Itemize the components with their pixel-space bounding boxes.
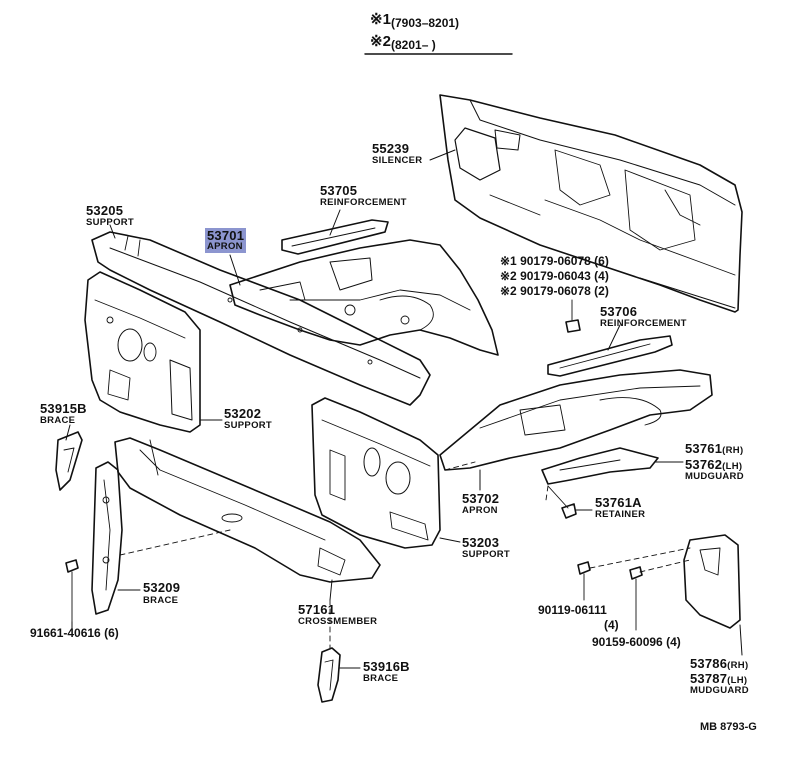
header-range-2: (8201– )	[391, 38, 436, 52]
part-53209-name: BRACE	[143, 595, 179, 606]
part-55239-number: 55239	[372, 141, 410, 156]
fastener-5-qty: (4)	[666, 635, 681, 649]
brace-53915b-shape	[56, 432, 82, 490]
fastener-6-code: 91661-40616	[30, 626, 101, 640]
fastener-2-code: 90179-06043	[520, 269, 591, 283]
reinforcement-53706-shape	[548, 336, 672, 376]
fastener-6-qty: (6)	[104, 626, 119, 640]
part-53786-number: 53786	[690, 656, 728, 671]
part-53786-suffix: (RH)	[727, 660, 749, 671]
part-53787-number: 53787	[690, 671, 728, 686]
support-53202-shape	[85, 272, 200, 432]
part-53202-name: SUPPORT	[224, 420, 273, 431]
fastener-2-qty: (4)	[594, 269, 609, 283]
part-53701-name: APRON	[207, 241, 243, 252]
fastener-1-qty: (6)	[594, 254, 609, 268]
upper-support-53205-shape	[92, 232, 430, 405]
fastener-4-qty: (4)	[604, 618, 619, 632]
part-53761a-name: RETAINER	[595, 509, 646, 520]
header-range-1: (7903–8201)	[391, 16, 460, 30]
fastener-1-mark: ※1	[500, 254, 517, 268]
fastener-4-code: 90119-06111	[538, 603, 607, 617]
drawing-number: MB 8793-G	[700, 721, 757, 733]
part-53701-number: 53701	[207, 228, 245, 243]
alignment-lines	[120, 462, 690, 648]
header-mark-2: ※2	[370, 33, 391, 50]
part-53915b-number: 53915B	[40, 401, 87, 416]
apron-53702-shape	[440, 370, 712, 470]
part-53205-name: SUPPORT	[86, 217, 135, 228]
part-53762-suffix: (LH)	[722, 461, 743, 472]
part-53916b-number: 53916B	[363, 659, 410, 674]
part-53761-number: 53761	[685, 441, 723, 456]
part-53209-number: 53209	[143, 580, 181, 595]
part-53762-number: 53762	[685, 457, 723, 472]
part-53203-number: 53203	[462, 535, 500, 550]
clip-90179-shape	[566, 300, 580, 332]
support-53203-shape	[312, 398, 440, 548]
part-53202-number: 53202	[224, 406, 262, 421]
part-53701-highlight[interactable]: 53701 APRON	[205, 228, 247, 253]
crossmember-57161-shape	[115, 438, 380, 582]
part-53916b-name: BRACE	[363, 673, 399, 684]
part-53705-name: REINFORCEMENT	[320, 197, 407, 208]
reinforcement-53705-shape	[282, 220, 388, 254]
part-53706-number: 53706	[600, 304, 638, 319]
retainer-53761a-shape	[548, 486, 576, 518]
part-53203-name: SUPPORT	[462, 549, 511, 560]
part-55239-name: SILENCER	[372, 155, 423, 166]
part-53762-name: MUDGUARD	[685, 471, 744, 482]
fastener-3-qty: (2)	[594, 284, 609, 298]
mudguard-53762-shape	[542, 448, 658, 484]
fastener-3-mark: ※2	[500, 284, 517, 298]
apron-53701-shape	[230, 240, 498, 355]
part-53702-number: 53702	[462, 491, 500, 506]
part-53787-name: MUDGUARD	[690, 685, 749, 696]
part-57161-name: CROSSMEMBER	[298, 616, 378, 627]
part-53761a-number: 53761A	[595, 495, 642, 510]
brace-53916b-shape	[318, 648, 340, 702]
part-53705-number: 53705	[320, 183, 358, 198]
bolt-shapes	[66, 560, 642, 630]
part-53205-number: 53205	[86, 203, 124, 218]
part-57161-number: 57161	[298, 602, 336, 617]
part-53915b-name: BRACE	[40, 415, 76, 426]
fastener-2-mark: ※2	[500, 269, 517, 283]
dash-panel-silencer-shape	[440, 95, 742, 312]
part-53761-suffix: (RH)	[722, 445, 744, 456]
fastener-5-code: 90159-60096	[592, 635, 663, 649]
part-53706-name: REINFORCEMENT	[600, 318, 687, 329]
mudguard-53787-shape	[684, 535, 740, 628]
part-53787-suffix: (LH)	[727, 675, 748, 686]
header-mark-1: ※1	[370, 11, 391, 28]
fastener-1-code: 90179-06078	[520, 254, 591, 268]
part-53702-name: APRON	[462, 505, 498, 516]
fastener-3-code: 90179-06078	[520, 284, 591, 298]
leader-lines	[66, 150, 742, 668]
brace-53209-shape	[92, 462, 122, 614]
